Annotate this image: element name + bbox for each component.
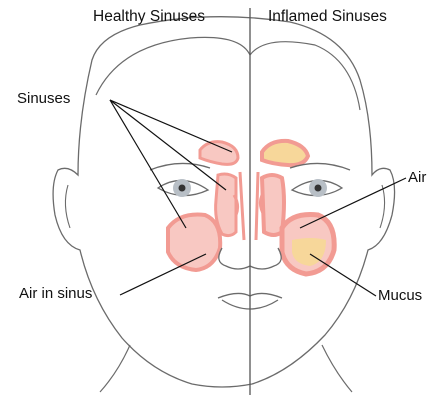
- ear-right-inner: [380, 185, 385, 228]
- neck-right: [322, 345, 352, 392]
- ear-left-inner: [65, 185, 70, 228]
- label-mucus: Mucus: [378, 288, 422, 303]
- leader-air-in-sinus: [120, 254, 206, 295]
- nasal-passage: [234, 172, 264, 240]
- frontal-sinus-right: [262, 141, 308, 165]
- label-air: Air: [408, 170, 426, 185]
- hairline: [96, 37, 360, 110]
- leader-sinuses-frontal: [110, 100, 232, 152]
- pupil-right: [315, 185, 322, 192]
- heading-inflamed-sinuses: Inflamed Sinuses: [268, 9, 387, 25]
- label-sinuses: Sinuses: [17, 91, 70, 106]
- maxillary-sinus-left: [168, 215, 220, 270]
- leader-mucus: [310, 254, 376, 296]
- label-air-in-sinus: Air in sinus: [19, 286, 92, 301]
- eyebrow-left: [150, 163, 210, 170]
- heading-healthy-sinuses: Healthy Sinuses: [93, 9, 205, 25]
- neck: [100, 345, 130, 392]
- frontal-sinus-left: [200, 142, 238, 165]
- pupil-left: [179, 185, 186, 192]
